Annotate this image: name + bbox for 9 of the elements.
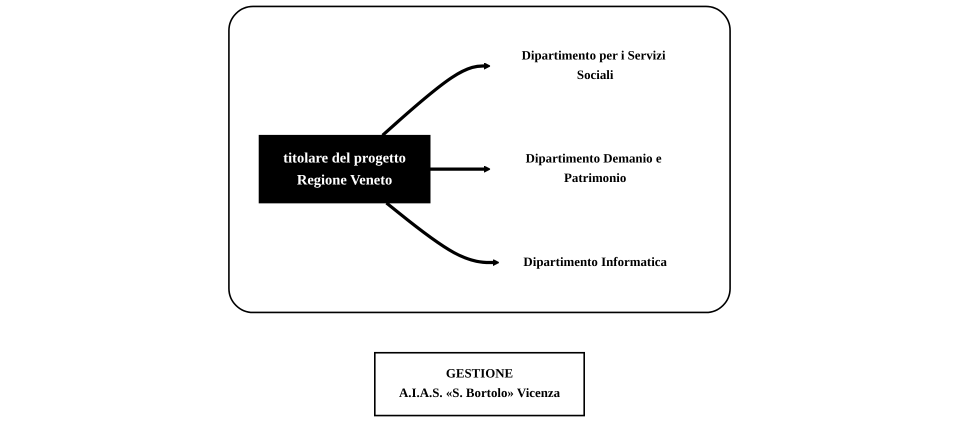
- node-text: Dipartimento per i Servizi Sociali: [522, 49, 666, 82]
- node-text: Dipartimento Demanio e Patrimonio: [526, 152, 662, 186]
- arrow: [385, 202, 500, 266]
- node-box: titolare del progetto Regione Veneto: [258, 134, 430, 204]
- arrow: [430, 166, 491, 173]
- cluster: [228, 6, 731, 314]
- arrow: [382, 62, 491, 136]
- node-text: Dipartimento Informatica: [523, 255, 667, 269]
- node-box: GESTIONE A.I.A.S. «S. Bortolo» Vicenza: [374, 352, 585, 416]
